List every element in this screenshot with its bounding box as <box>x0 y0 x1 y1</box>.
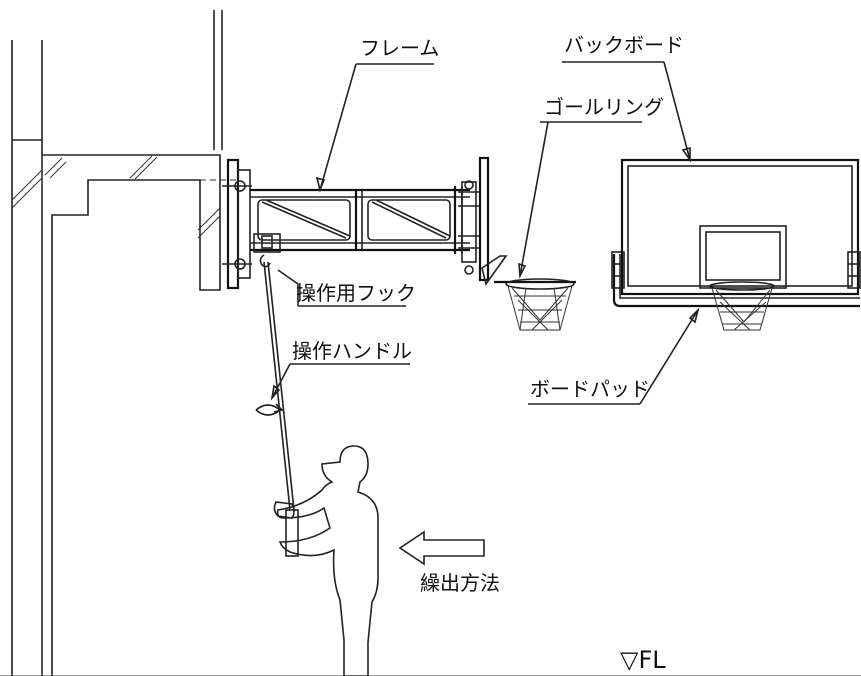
leader-lines <box>270 61 700 405</box>
label-goal-ring: ゴールリング <box>544 95 664 119</box>
label-backboard: バックボード <box>564 33 684 57</box>
label-frame: フレーム <box>360 36 439 60</box>
label-operation-handle: 操作ハンドル <box>292 339 412 363</box>
label-board-pad: ボードパッド <box>530 377 650 401</box>
label-deploy-method: 繰出方法 <box>420 571 500 595</box>
operation-handle-pole <box>255 261 299 557</box>
deploy-direction-arrow <box>398 530 485 566</box>
label-floor-level: ▽FL <box>620 646 666 674</box>
goal-ring-net <box>481 255 576 331</box>
backboard <box>611 158 861 331</box>
person-operator <box>273 445 379 676</box>
building-wall <box>11 10 240 676</box>
label-operation-hook: 操作用フック <box>296 281 416 305</box>
frame-truss <box>250 156 490 282</box>
wall-mount-plate <box>222 158 252 290</box>
